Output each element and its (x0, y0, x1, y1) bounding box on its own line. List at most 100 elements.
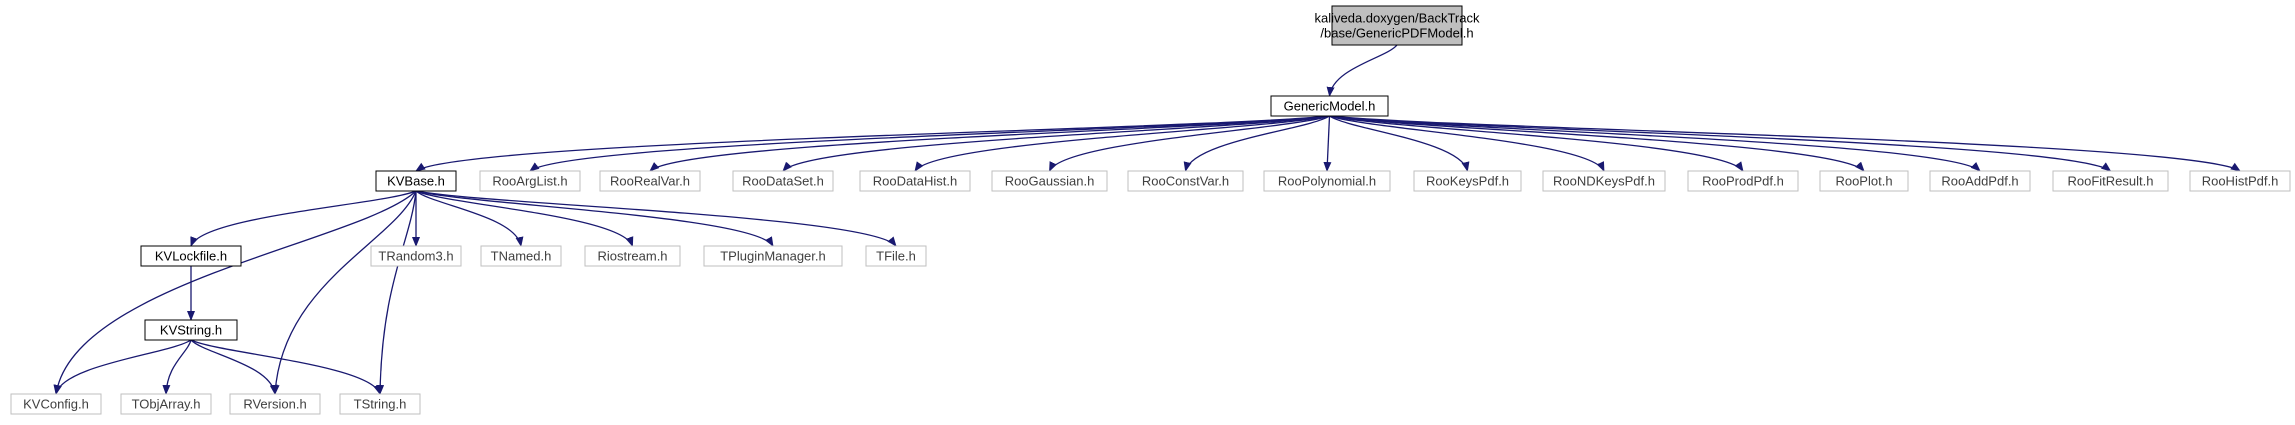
node-label: RooRealVar.h (610, 174, 690, 189)
node-box (1929, 170, 2031, 192)
node-label: TPluginManager.h (720, 249, 826, 264)
node-roondkeyspdf: RooNDKeysPdf.h (1542, 170, 1666, 192)
node-kvbase[interactable]: KVBase.h (375, 170, 457, 192)
edge-kvbase-to-tfile (415, 190, 897, 247)
edge-kvbase-to-tstring (376, 190, 417, 395)
edge-genericmodel-to-roopolynomial (1323, 115, 1332, 172)
node-label: RVersion.h (243, 397, 306, 412)
node-box (120, 393, 212, 415)
node-label: Riostream.h (597, 249, 667, 264)
node-box (140, 245, 242, 267)
node-rookeyspdf: RooKeysPdf.h (1413, 170, 1522, 192)
node-genericmodel[interactable]: GenericModel.h (1270, 95, 1389, 117)
node-label: KVString.h (160, 323, 222, 338)
node-root: kaliveda.doxygen/BackTrack/base/GenericP… (1315, 5, 1480, 46)
node-box (1263, 170, 1391, 192)
node-box (865, 245, 927, 267)
node-box (599, 170, 701, 192)
node-label: TNamed.h (491, 249, 552, 264)
edge-kvstring-to-kvconfig (54, 339, 192, 395)
node-label: RooPolynomial.h (1278, 174, 1376, 189)
node-label: RooGaussian.h (1005, 174, 1095, 189)
node-trandom3: TRandom3.h (370, 245, 462, 267)
node-box (1127, 170, 1244, 192)
node-tnamed: TNamed.h (480, 245, 562, 267)
node-box (10, 393, 102, 415)
node-label: TString.h (354, 397, 407, 412)
node-box (339, 393, 421, 415)
node-roorealvar: RooRealVar.h (599, 170, 701, 192)
node-label: RooHistPdf.h (2202, 174, 2279, 189)
node-box (1542, 170, 1666, 192)
node-label: RooKeysPdf.h (1426, 174, 1509, 189)
node-label: KVConfig.h (23, 397, 89, 412)
edge-kvbase-to-rversion (271, 190, 417, 395)
node-box (144, 319, 238, 341)
edge-genericmodel-to-rookeyspdf (1329, 115, 1470, 172)
edge-genericmodel-to-roofitresult (1329, 115, 2112, 172)
edge-genericmodel-to-roondkeyspdf (1329, 115, 1605, 172)
edge-root-to-genericmodel (1326, 44, 1398, 97)
node-kvstring[interactable]: KVString.h (144, 319, 238, 341)
node-label: KVLockfile.h (155, 249, 227, 264)
node-tfile: TFile.h (865, 245, 927, 267)
node-roogaussian: RooGaussian.h (991, 170, 1108, 192)
node-label: RooFitResult.h (2068, 174, 2154, 189)
node-box (1331, 5, 1463, 46)
node-rversion: RVersion.h (229, 393, 321, 415)
edge-genericmodel-to-rooprodpdf (1329, 115, 1744, 172)
node-box (1819, 170, 1909, 192)
node-label: RooDataSet.h (742, 174, 824, 189)
node-label: /base/GenericPDFModel.h (1320, 26, 1473, 41)
node-label: RooArgList.h (492, 174, 567, 189)
edge-genericmodel-to-rooaddpdf (1329, 115, 1981, 172)
node-label: RooDataHist.h (873, 174, 958, 189)
edge-genericmodel-to-roodataset (782, 115, 1330, 172)
node-box (584, 245, 681, 267)
node-label: TObjArray.h (132, 397, 201, 412)
edge-kvbase-to-tpluginmanager (415, 190, 774, 247)
node-box (859, 170, 971, 192)
node-box (479, 170, 581, 192)
node-layer: kaliveda.doxygen/BackTrack/base/GenericP… (10, 5, 2291, 415)
node-box (732, 170, 834, 192)
node-rooarglist: RooArgList.h (479, 170, 581, 192)
node-box (703, 245, 843, 267)
node-label: RooAddPdf.h (1941, 174, 2018, 189)
edge-kvstring-to-rversion (190, 339, 278, 395)
edge-genericmodel-to-roogaussian (1048, 115, 1330, 172)
node-label: KVBase.h (387, 174, 445, 189)
node-label: RooProdPdf.h (1702, 174, 1784, 189)
edge-kvbase-to-tnamed (415, 190, 524, 247)
edge-genericmodel-to-rooplot (1329, 115, 1865, 172)
node-box (991, 170, 1108, 192)
node-label: RooPlot.h (1835, 174, 1892, 189)
edge-layer (53, 44, 2241, 395)
edge-genericmodel-to-roohistpdf (1329, 115, 2241, 172)
edge-genericmodel-to-roorealvar (649, 115, 1330, 172)
node-label: RooConstVar.h (1142, 174, 1229, 189)
edge-kvbase-to-kvlockfile (190, 190, 417, 247)
node-box (1687, 170, 1799, 192)
node-box (480, 245, 562, 267)
node-box (370, 245, 462, 267)
edge-kvbase-to-kvconfig (53, 190, 417, 395)
edge-kvstring-to-tobjarray (162, 339, 192, 395)
edge-genericmodel-to-roodatahist (914, 115, 1330, 172)
edge-genericmodel-to-rooconstvar (1183, 115, 1330, 172)
node-roohistpdf: RooHistPdf.h (2189, 170, 2291, 192)
node-tobjarray: TObjArray.h (120, 393, 212, 415)
node-box (375, 170, 457, 192)
node-box (2189, 170, 2291, 192)
node-label: TRandom3.h (378, 249, 453, 264)
node-box (229, 393, 321, 415)
node-roodataset: RooDataSet.h (732, 170, 834, 192)
node-kvlockfile[interactable]: KVLockfile.h (140, 245, 242, 267)
node-rooaddpdf: RooAddPdf.h (1929, 170, 2031, 192)
node-rooprodpdf: RooProdPdf.h (1687, 170, 1799, 192)
node-label: kaliveda.doxygen/BackTrack (1315, 11, 1480, 26)
node-tpluginmanager: TPluginManager.h (703, 245, 843, 267)
node-box (2052, 170, 2169, 192)
node-roofitresult: RooFitResult.h (2052, 170, 2169, 192)
